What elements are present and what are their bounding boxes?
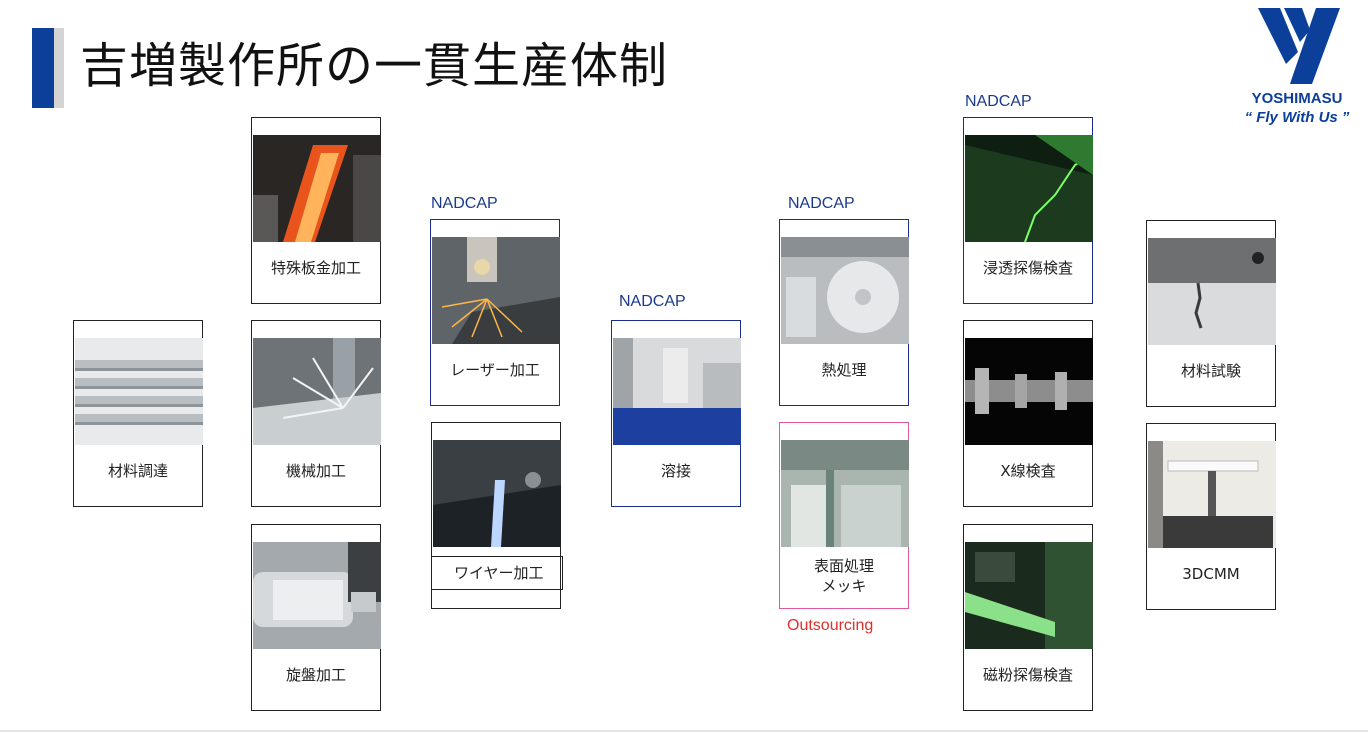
page-title: 吉増製作所の一貫生産体制 xyxy=(80,38,669,94)
card-sheet-metal[interactable]: 特殊板金加工 xyxy=(251,117,381,304)
yoshimasu-logo-icon xyxy=(1258,8,1340,84)
card-heat-treatment[interactable]: 熱処理 xyxy=(779,219,909,406)
card-magnetic[interactable]: 磁粉探傷検査 xyxy=(963,524,1093,711)
laser-cutting-photo xyxy=(432,237,560,344)
card-penetrant[interactable]: 浸透探傷検査 xyxy=(963,117,1093,304)
penetrant-inspection-photo xyxy=(965,135,1093,242)
card-label: 機械加工 xyxy=(285,462,346,480)
cmm-machine-photo xyxy=(1148,441,1276,548)
micrograph-photo xyxy=(1148,238,1276,345)
card-label: 浸透探傷検査 xyxy=(982,259,1073,277)
outsourcing-tag: Outsourcing xyxy=(787,617,874,634)
vacuum-furnace-photo xyxy=(781,237,909,344)
title-accent-bar xyxy=(32,28,54,108)
card-label: 溶接 xyxy=(660,462,691,480)
card-label: ワイヤー加工 xyxy=(431,556,563,590)
card-material-procurement[interactable]: 材料調達 xyxy=(73,320,203,507)
nadcap-tag-penetrant: NADCAP xyxy=(965,93,1032,110)
card-label: レーザー加工 xyxy=(450,361,540,379)
magnetic-inspection-photo xyxy=(965,542,1093,649)
card-label: 材料調達 xyxy=(107,462,168,480)
title-accent-bar-gray xyxy=(54,28,64,108)
card-material-test[interactable]: 材料試験 xyxy=(1146,220,1276,407)
card-label-line2: メッキ xyxy=(821,577,867,595)
metal-sheets-photo xyxy=(75,338,203,445)
nadcap-tag-welding: NADCAP xyxy=(619,293,686,310)
card-label-line1: 表面処理 xyxy=(813,557,874,575)
card-label: 磁粉探傷検査 xyxy=(982,666,1073,684)
card-label: 3DCMM xyxy=(1182,565,1240,583)
hot-metal-photo xyxy=(253,135,381,242)
welding-robot-photo xyxy=(613,338,741,445)
company-logo: YOSHIMASU “ Fly With Us ” xyxy=(1236,6,1358,134)
plating-line-photo xyxy=(781,440,909,547)
card-label: X線検査 xyxy=(1000,462,1056,480)
nadcap-tag-heat: NADCAP xyxy=(788,195,855,212)
milling-photo xyxy=(253,338,381,445)
card-machining[interactable]: 機械加工 xyxy=(251,320,381,507)
xray-image-photo xyxy=(965,338,1093,445)
card-label: 特殊板金加工 xyxy=(270,259,361,277)
card-label: 旋盤加工 xyxy=(285,666,346,684)
card-label: 熱処理 xyxy=(821,361,867,379)
card-3dcmm[interactable]: 3DCMM xyxy=(1146,423,1276,610)
card-laser[interactable]: レーザー加工 xyxy=(430,219,560,406)
card-xray[interactable]: X線検査 xyxy=(963,320,1093,507)
nadcap-tag-laser: NADCAP xyxy=(431,195,498,212)
footer-divider xyxy=(0,730,1368,732)
card-surface-treatment[interactable]: 表面処理 メッキ xyxy=(779,422,909,609)
card-lathe[interactable]: 旋盤加工 xyxy=(251,524,381,711)
card-wire[interactable]: ワイヤー加工 xyxy=(431,422,563,609)
logo-slogan-text: “ Fly With Us ” xyxy=(1244,109,1350,126)
logo-brand-text: YOSHIMASU xyxy=(1251,90,1343,107)
card-welding[interactable]: 溶接 xyxy=(611,320,741,507)
card-label: 材料試験 xyxy=(1180,362,1241,380)
wire-edm-photo xyxy=(433,440,561,547)
lathe-photo xyxy=(253,542,381,649)
